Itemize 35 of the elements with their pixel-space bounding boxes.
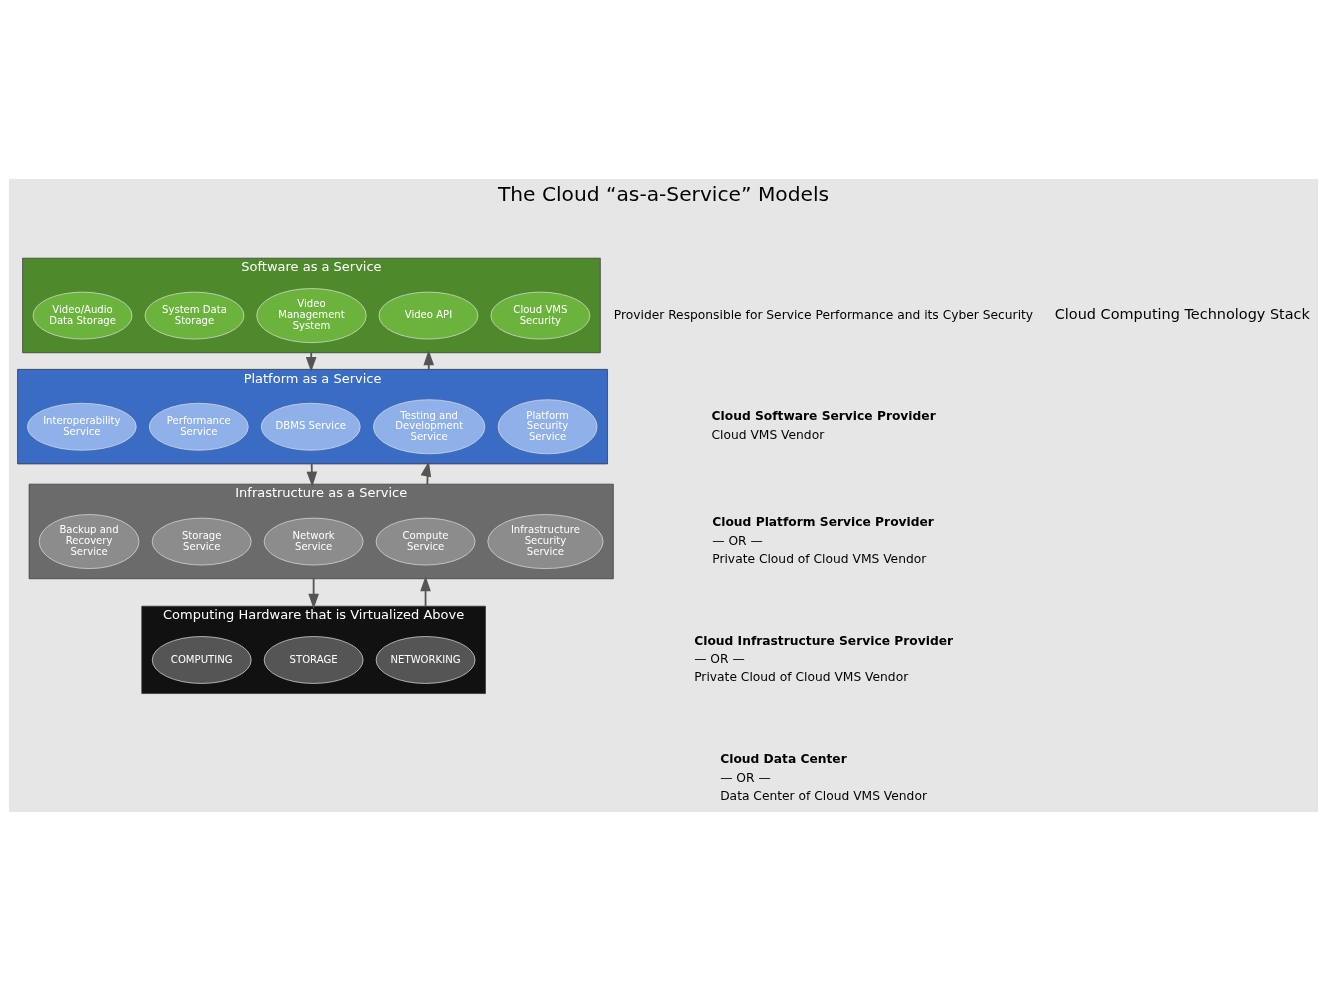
node-ellipse: Compute Service — [375, 517, 476, 566]
node-label: Data Center of Cloud VMS Vendor — [720, 788, 927, 803]
node-ellipse: Backup and Recovery Service — [38, 514, 140, 569]
node-label: — OR — — [720, 770, 771, 785]
node-label: Private Cloud of Cloud VMS Vendor — [712, 551, 927, 566]
node-ellipse: Network Service — [263, 517, 364, 566]
node-label: Cloud Platform Service Provider — [712, 515, 934, 530]
node-ellipse: DBMS Service — [260, 402, 361, 451]
node-ellipse: Interoperability Service — [27, 402, 137, 451]
node-ellipse: Performance Service — [149, 402, 249, 451]
diagram-title: The Cloud “as-a-Service” Models — [497, 181, 830, 206]
arrow — [306, 463, 318, 487]
node-label: — OR — — [694, 652, 745, 667]
node-ellipse: Storage Service — [151, 517, 252, 566]
node-label: Private Cloud of Cloud VMS Vendor — [694, 670, 909, 685]
node-ellipse: COMPUTING — [151, 636, 252, 684]
node-ellipse: Video API — [378, 291, 479, 340]
node-label: Cloud Infrastructure Service Provider — [694, 633, 954, 648]
node-ellipse: STORAGE — [263, 636, 364, 684]
node-ellipse: Platform Security Service — [497, 399, 598, 455]
node-ellipse: System Data Storage — [144, 291, 245, 340]
arrow — [420, 461, 432, 486]
node-ellipse: Cloud VMS Security — [490, 291, 591, 340]
node-label: Cloud Software Service Provider — [711, 408, 936, 423]
label: Provider Responsible for Service Performance and its Cyber Security — [613, 307, 1034, 322]
node-label: Cloud VMS Vendor — [711, 427, 825, 442]
node-label: — OR — — [712, 533, 763, 548]
node-ellipse: Testing and Development Service — [373, 399, 486, 455]
arrow — [308, 577, 319, 609]
node-ellipse: NETWORKING — [375, 636, 476, 684]
node-ellipse: Video/Audio Data Storage — [32, 291, 133, 340]
node-label: Cloud Data Center — [720, 751, 847, 766]
node-ellipse: Infrastructure Security Service — [487, 514, 604, 569]
node-ellipse: Video Management System — [256, 288, 367, 343]
label: Cloud Computing Technology Stack — [1054, 306, 1310, 323]
